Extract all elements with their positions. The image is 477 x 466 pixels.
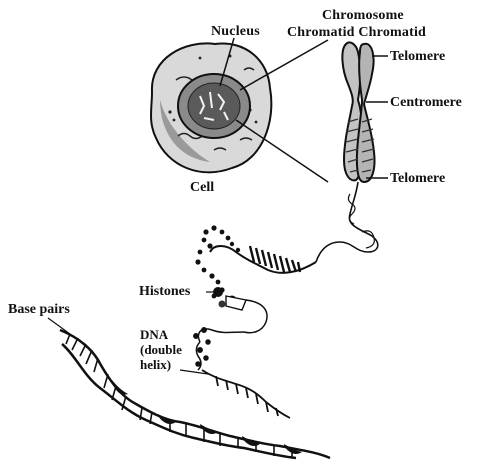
linker-dna (194, 328, 244, 370)
cell-illustration (151, 38, 271, 172)
label-chromatids: Chromatid Chromatid (287, 25, 426, 40)
label-centromere: Centromere (390, 95, 462, 110)
label-chromosome: Chromosome (322, 8, 404, 23)
label-telomere-top: Telomere (390, 49, 445, 64)
label-dna-double-helix: DNA (double helix) (140, 327, 182, 372)
histone-cluster (206, 287, 267, 333)
base-pairs-pointer (48, 318, 70, 334)
label-nucleus: Nucleus (211, 24, 260, 39)
chromatin-fibre (316, 182, 378, 262)
label-histones: Histones (139, 284, 190, 299)
solenoid-coil (210, 246, 316, 273)
double-helix (48, 318, 330, 458)
label-telomere-bottom: Telomere (390, 171, 445, 186)
label-cell: Cell (190, 180, 214, 195)
dna-coil-segment (202, 370, 290, 418)
chromosome (342, 42, 388, 182)
nucleus-inner (188, 83, 240, 129)
label-base-pairs: Base pairs (8, 302, 70, 317)
